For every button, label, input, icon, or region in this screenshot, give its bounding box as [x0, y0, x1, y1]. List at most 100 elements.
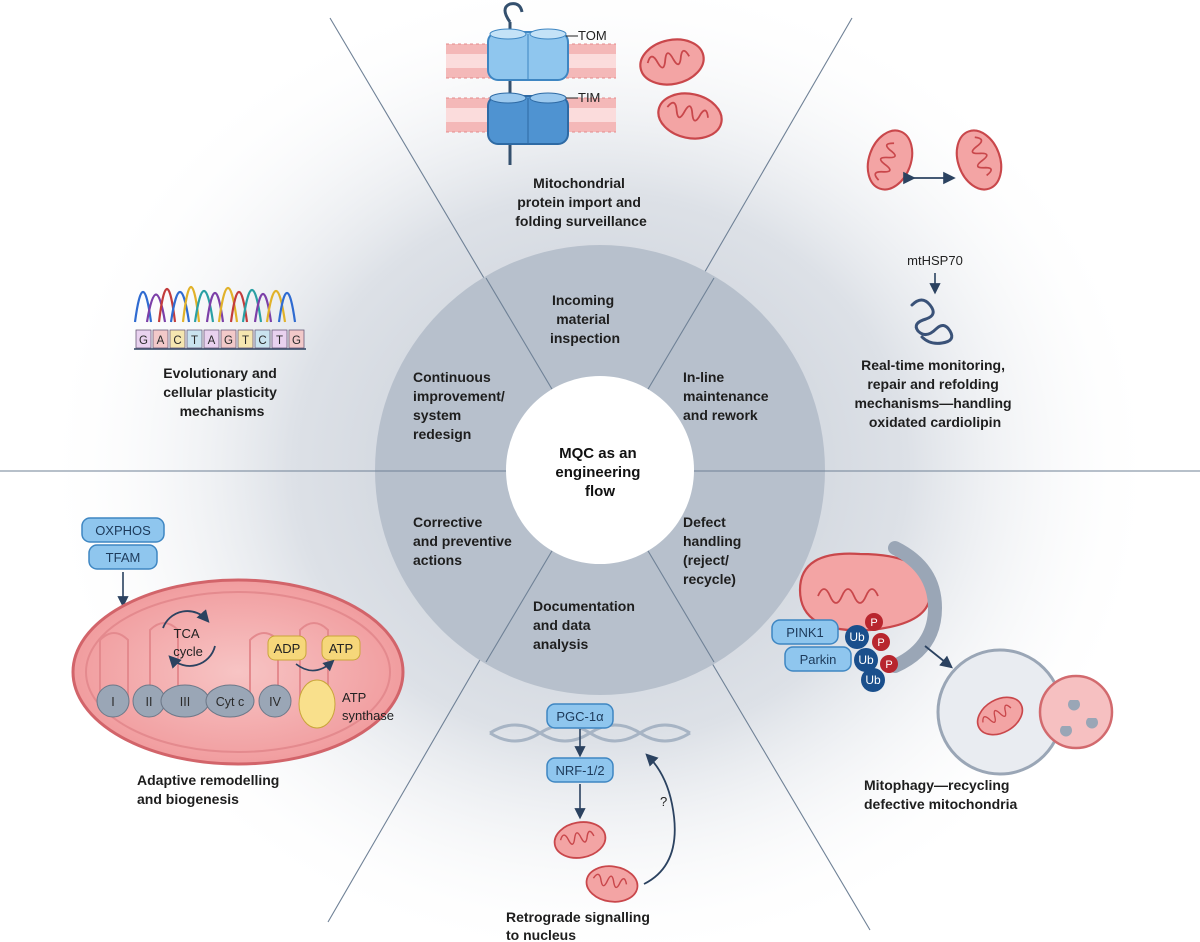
phosphate-circle [880, 655, 898, 673]
phosphate-label: P [885, 659, 892, 671]
import-caption: Mitochondrial protein import and folding… [515, 175, 647, 229]
mitophagy-arrow [924, 645, 953, 669]
dna-base-tile [135, 329, 152, 349]
dna-base-tile [169, 329, 186, 349]
dna-base-letter: A [208, 335, 216, 347]
dna-base-tile [288, 329, 305, 349]
adp-box [267, 635, 307, 661]
lysosome-fusion [936, 648, 1114, 776]
dna-base-letter: G [292, 335, 301, 347]
adp-label: ADP [274, 641, 301, 656]
phosphate-circle [865, 613, 883, 631]
monitoring-panel: mtHSP70 Real-time monitoring, repair and… [854, 123, 1015, 430]
parkin-pill [784, 646, 852, 672]
dna-base-letter: G [224, 335, 233, 347]
retrograde-panel: PGC-1α NRF-1/2 ? Retrograde signalling t… [489, 703, 691, 942]
retrograde-caption: Retrograde signalling to nucleus [506, 909, 654, 942]
cristae [99, 622, 329, 700]
atp-box [321, 635, 361, 661]
unfolded-protein-icon [910, 298, 954, 345]
phagophore [888, 541, 943, 673]
ubiquitin-circle [854, 648, 878, 672]
oxphos-label: OXPHOS [95, 523, 151, 538]
plasticity-caption: Evolutionary and cellular plasticity mec… [163, 365, 281, 419]
mitophagy-caption: Mitophagy—recycling defective mitochondr… [864, 777, 1017, 812]
parkin-label: Parkin [800, 652, 837, 667]
phosphate-label: P [877, 637, 884, 649]
pink1-pill [771, 619, 839, 645]
ring-label-continuous: Continuous improvement/ system redesign [413, 369, 509, 442]
retrograde-arrow [643, 753, 676, 885]
pgc-pill [546, 703, 614, 729]
ring-label-incoming: Incoming material inspection [550, 292, 620, 346]
dna-base-tile [237, 329, 254, 349]
dna-base-tile [271, 329, 288, 349]
etc-complex [205, 684, 255, 718]
etc-complex-label: Cyt c [216, 695, 244, 709]
etc-complex-label: I [111, 695, 114, 709]
mthsp70-label: mtHSP70 [907, 253, 963, 268]
ring-label-inline: In-line maintenance and rework [683, 369, 772, 423]
tim-complex [487, 92, 569, 145]
tom-label: TOM [578, 28, 607, 43]
tfam-label: TFAM [106, 550, 141, 565]
nrf-pill [546, 757, 614, 783]
ubiquitin-label: Ub [849, 630, 865, 644]
tim-label: TIM [578, 90, 600, 105]
pink1-label: PINK1 [786, 625, 824, 640]
tca-label: TCA cycle [173, 626, 203, 659]
question-mark: ? [660, 794, 667, 809]
etc-complex [96, 684, 130, 718]
dna-base-letter: C [258, 335, 266, 347]
atp-label: ATP [329, 641, 353, 656]
dna-base-tile [220, 329, 237, 349]
monitoring-caption: Real-time monitoring, repair and refoldi… [854, 357, 1015, 430]
etc-complex-label: III [180, 695, 190, 709]
oxphos-pill [81, 517, 165, 543]
ring-label-documentation: Documentation and data analysis [533, 598, 639, 652]
synthase-label: ATP synthase [342, 690, 394, 723]
dna-base-letter: G [139, 335, 148, 347]
ubiquitin-label: Ub [865, 673, 881, 687]
dna-base-tile [152, 329, 169, 349]
tfam-pill [88, 544, 158, 570]
dna-base-letter: C [173, 335, 181, 347]
dna-base-tile [254, 329, 271, 349]
ubiquitin-circle [861, 668, 885, 692]
chromatogram-peaks [133, 285, 297, 323]
phosphate-circle [872, 633, 890, 651]
large-mitochondrion [71, 578, 405, 766]
ring-label-corrective: Corrective and preventive actions [413, 514, 516, 568]
nrf-label: NRF-1/2 [555, 763, 604, 778]
etc-complex-label: II [146, 695, 153, 709]
dna-base-letter: A [157, 335, 165, 347]
dna-base-tile [203, 329, 220, 349]
dna-base-tile [186, 329, 203, 349]
tom-complex [487, 28, 569, 81]
ring-label-defect: Defect handling (reject/ recycle) [683, 514, 745, 587]
etc-complex-label: IV [269, 695, 281, 709]
atp-synthase [298, 679, 336, 729]
dna-helix [489, 723, 691, 743]
mqc-center [506, 376, 694, 564]
adp-to-atp-arrow [295, 659, 335, 672]
ubiquitin-label: Ub [858, 653, 874, 667]
dna-base-letter: T [276, 335, 283, 347]
remodelling-caption: Adaptive remodelling and biogenesis [137, 772, 283, 807]
pgc-label: PGC-1α [556, 709, 604, 724]
dna-base-letter: T [191, 335, 198, 347]
ubiquitin-circle [845, 625, 869, 649]
tca-cycle-icon [162, 609, 216, 669]
center-title: MQC as an engineering flow [555, 445, 644, 500]
protein-import-panel: TOM TIM Mitochondrial protein import and… [446, 2, 727, 229]
phosphate-label: P [870, 617, 877, 629]
dna-base-letter: T [242, 335, 249, 347]
etc-complex [258, 684, 292, 718]
